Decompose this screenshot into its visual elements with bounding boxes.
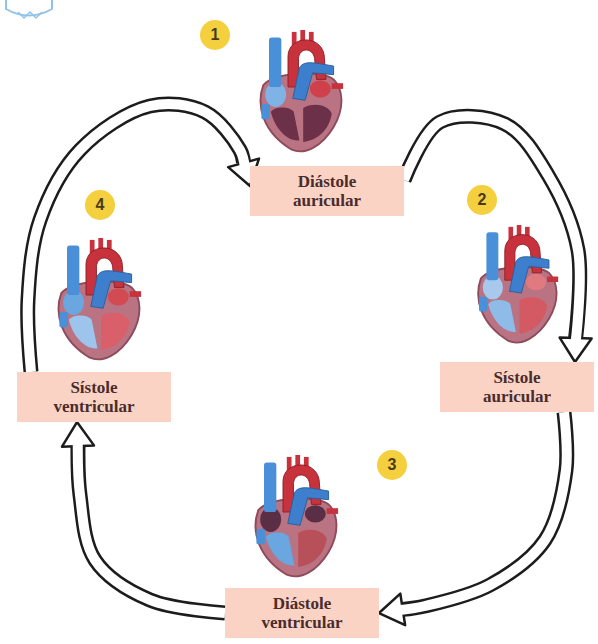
callout-badge: 3 — [377, 450, 407, 480]
stage-label-box: Diástole auricular — [250, 166, 404, 216]
stage-label: Sístole ventricular — [35, 378, 153, 416]
heart-illustration — [59, 238, 142, 359]
logo-fragment — [18, 12, 42, 18]
stage-label: Diástole ventricular — [243, 594, 361, 632]
arrow-outline — [78, 446, 225, 613]
cycle-arrow — [62, 422, 225, 613]
callout-number: 1 — [211, 26, 220, 44]
callout-badge: 2 — [467, 185, 497, 215]
stage-label-box: Diástole ventricular — [225, 588, 379, 638]
stage-label: Diástole auricular — [268, 172, 386, 210]
arrow-fill — [404, 116, 580, 343]
cycle-arrow — [28, 104, 259, 372]
cycle-arrow — [404, 116, 592, 362]
arrow-fill — [398, 412, 567, 610]
stage-label: Sístole auricular — [458, 368, 576, 406]
callout-number: 4 — [96, 196, 105, 214]
heart-illustration — [478, 225, 558, 343]
stage-label-box: Sístole auricular — [440, 362, 594, 412]
callout-number: 3 — [388, 456, 397, 474]
arrow-fill — [28, 104, 245, 372]
heart-illustration — [256, 455, 339, 576]
cycle-arrow — [379, 412, 567, 625]
callout-number: 2 — [478, 191, 487, 209]
callout-badge: 1 — [200, 20, 230, 50]
arrow-outline — [28, 104, 244, 372]
arrow-fill — [78, 441, 225, 613]
arrow-outline — [403, 412, 567, 609]
stage-label-box: Sístole ventricular — [17, 372, 171, 422]
heart-illustration — [261, 30, 344, 151]
arrow-outline — [404, 116, 580, 338]
callout-badge: 4 — [85, 190, 115, 220]
